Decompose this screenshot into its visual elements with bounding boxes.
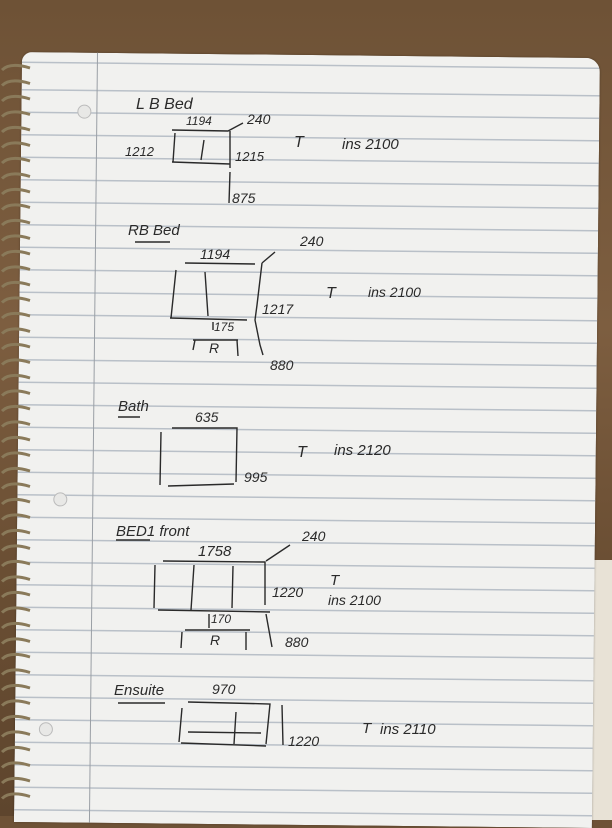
- spiral-coil: [0, 714, 31, 723]
- spiral-coil: [0, 358, 31, 366]
- spec-label: ins 2100: [368, 284, 421, 300]
- section-title-lb-bed: L B Bed: [136, 96, 193, 113]
- spiral-coil: [0, 699, 31, 707]
- width-label: 635: [195, 409, 219, 425]
- spiral-coil: [0, 497, 31, 506]
- spiral-coil: [0, 311, 31, 320]
- spiral-coil: [0, 745, 31, 754]
- spiral-coil: [0, 466, 31, 475]
- right-height-label: 1217: [262, 301, 294, 317]
- sketch-lb-bed: [171, 122, 244, 204]
- spiral-coil: [0, 420, 31, 428]
- section-title-bath: Bath: [118, 398, 149, 415]
- spiral-coil: [0, 296, 31, 304]
- width-label: 1194: [186, 114, 212, 128]
- spiral-coil: [0, 156, 31, 165]
- right-height-label: 995: [244, 469, 268, 485]
- width-label: 970: [212, 681, 236, 697]
- spec-label: ins 2110: [380, 721, 436, 738]
- spiral-coil: [0, 203, 31, 211]
- sketch-bath: [118, 416, 238, 487]
- left-height-label: 1212: [125, 144, 154, 159]
- box-label: R: [209, 340, 220, 356]
- spiral-coil: [0, 79, 31, 87]
- spiral-coil: [0, 513, 31, 521]
- spiral-coil: [0, 265, 31, 273]
- spiral-coil: [0, 761, 31, 769]
- spiral-coil: [0, 559, 31, 568]
- spiral-coil: [0, 668, 31, 676]
- spiral-coil: [0, 482, 31, 490]
- offset-label: 240: [300, 233, 324, 249]
- width-label: 1194: [200, 246, 231, 262]
- spiral-coil: [0, 342, 31, 351]
- spiral-coil: [0, 172, 31, 180]
- gap-label: 170: [211, 612, 232, 626]
- sketch-bed1: [116, 539, 291, 650]
- box-label: R: [210, 632, 221, 648]
- width-label: 1758: [198, 543, 232, 560]
- below-label: 880: [270, 357, 294, 373]
- right-height-label: 1215: [235, 149, 264, 164]
- spiral-coil: [0, 389, 31, 397]
- offset-label: 240: [247, 111, 271, 127]
- spec-label: ins 2120: [334, 442, 391, 459]
- spiral-coil: [0, 218, 31, 227]
- spiral-coil: [0, 792, 31, 800]
- spiral-coil: [0, 544, 31, 552]
- spiral-coil: [0, 528, 31, 537]
- spiral-coil: [0, 404, 31, 413]
- gap-label: 175: [214, 320, 235, 334]
- spiral-coil: [0, 187, 31, 196]
- spiral-coil: [0, 373, 31, 382]
- type-label: T: [326, 285, 336, 302]
- spiral-coil: [0, 94, 31, 103]
- spec-label: ins 2100: [342, 136, 399, 153]
- spec-label: ins 2100: [328, 592, 381, 608]
- spiral-coil: [0, 141, 31, 149]
- spiral-coil: [0, 575, 31, 583]
- spiral-coil: [0, 776, 31, 785]
- type-label: T: [330, 572, 340, 589]
- spiral-coil: [0, 683, 31, 692]
- offset-label: 240: [302, 528, 326, 544]
- spiral-coil: [0, 730, 31, 738]
- spiral-coil: [0, 280, 31, 289]
- spiral-coil: [0, 249, 31, 258]
- spiral-coil: [0, 110, 31, 118]
- type-label: T: [294, 134, 304, 151]
- type-label: T: [362, 720, 372, 737]
- type-label: T: [297, 444, 307, 461]
- spiral-coil: [0, 63, 31, 72]
- section-title-rb-bed: RB Bed: [128, 222, 180, 239]
- section-title-bed1-front: BED1 front: [116, 523, 190, 540]
- spiral-coil: [0, 590, 31, 599]
- sketch-rb-bed: [135, 241, 276, 357]
- spiral-coil: [0, 451, 31, 459]
- spiral-binding: [0, 63, 31, 800]
- spiral-coil: [0, 606, 31, 614]
- spiral-coil: [0, 234, 31, 242]
- spiral-coil: [0, 637, 31, 645]
- right-height-label: 1220: [288, 733, 320, 749]
- spiral-coil: [0, 125, 31, 134]
- spiral-coil: [0, 652, 31, 661]
- below-label: 875: [232, 190, 256, 206]
- spiral-coil: [0, 327, 31, 335]
- right-height-label: 1220: [272, 584, 304, 600]
- section-title-ensuite: Ensuite: [114, 682, 165, 699]
- sketch-ensuite: [118, 701, 284, 747]
- spiral-coil: [0, 621, 31, 630]
- spiral-coil: [0, 435, 31, 444]
- below-label: 880: [285, 634, 309, 650]
